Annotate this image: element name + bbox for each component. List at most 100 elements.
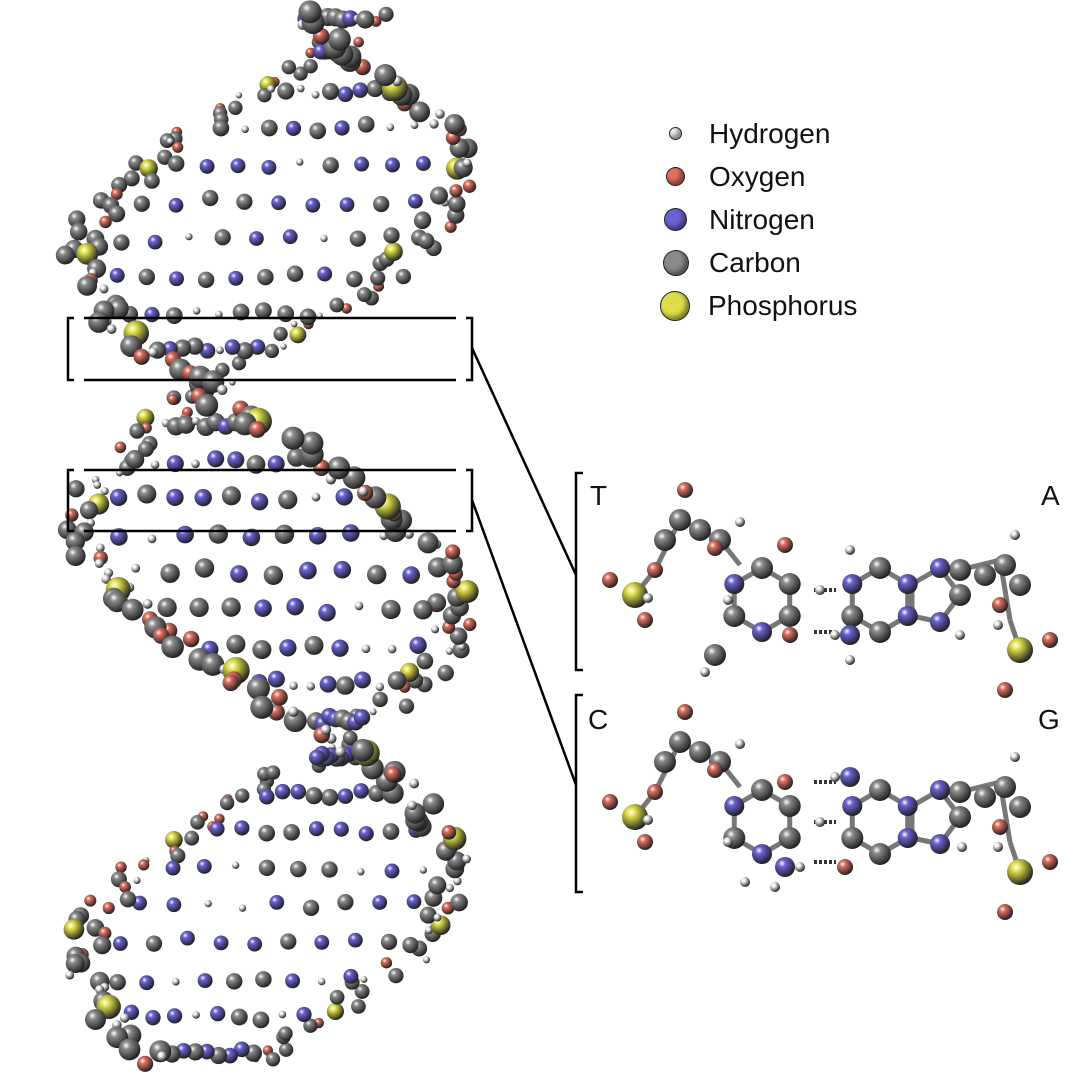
- nitrogen-atom: [254, 599, 272, 617]
- carbon-atom: [189, 597, 209, 618]
- hydrogen-atom: [119, 1013, 130, 1023]
- carbon-atom: [265, 765, 281, 780]
- nitrogen-atom: [109, 488, 128, 507]
- oxygen-atom: [380, 957, 393, 969]
- nitrogen-atom: [207, 450, 225, 468]
- carbon-atom: [65, 953, 85, 974]
- hydrogen-atom: [453, 876, 462, 886]
- oxygen-atom: [602, 794, 618, 810]
- bracket-ta: [574, 471, 583, 672]
- cg-base-pair: [602, 704, 1058, 920]
- nitrogen-atom: [113, 936, 128, 951]
- carbon-atom: [186, 1043, 204, 1061]
- phosphorus-atom: [1007, 859, 1033, 885]
- carbon-atom: [974, 786, 996, 808]
- carbon-atom: [65, 545, 86, 567]
- carbon-atom: [322, 157, 339, 174]
- oxygen-atom: [777, 537, 793, 553]
- nitrogen-atom: [406, 894, 422, 909]
- carbon-atom: [354, 984, 370, 999]
- phosphorus-atom: [384, 242, 403, 262]
- carbon-atom: [841, 827, 864, 849]
- nitrogen-atom: [261, 159, 277, 175]
- nitrogen-atom: [775, 857, 795, 877]
- carbon-atom: [346, 270, 363, 288]
- nitrogen-atom: [308, 527, 327, 545]
- carbon-atom: [366, 564, 387, 585]
- carbon-atom: [184, 830, 200, 846]
- hydrogen-atom: [320, 234, 328, 243]
- carbon-atom: [173, 339, 192, 357]
- hydrogen-atom: [643, 593, 653, 603]
- carbon-atom: [422, 793, 445, 815]
- carbon-atom: [869, 779, 891, 801]
- nitrogen-atom: [415, 156, 431, 171]
- hydrogen-atom: [320, 724, 332, 736]
- carbon-atom: [168, 155, 185, 172]
- nitrogen-atom: [724, 574, 745, 594]
- nitrogen-atom: [110, 528, 128, 546]
- hydrogen-atom: [410, 121, 419, 129]
- carbon-atom: [994, 554, 1016, 576]
- nitrogen-atom: [242, 528, 261, 547]
- callout-line-ta: [470, 347, 578, 576]
- carbon-atom: [337, 893, 354, 911]
- hydrogen-atom: [267, 85, 275, 93]
- carbon-atom: [252, 640, 272, 660]
- nitrogen-atom: [269, 895, 285, 910]
- oxygen-atom: [114, 441, 127, 454]
- carbon-atom: [778, 795, 801, 817]
- callout-lines: [66, 316, 583, 894]
- carbon-atom: [335, 676, 355, 695]
- oxygen-atom: [136, 1055, 154, 1072]
- nitrogen-atom: [930, 780, 950, 800]
- carbon-atom: [212, 119, 230, 137]
- hydrogen-atom: [358, 486, 369, 497]
- hydrogen-atom: [280, 343, 287, 350]
- hydrogen-atom: [296, 84, 305, 93]
- carbon-atom: [278, 1042, 294, 1057]
- nitrogen-atom: [354, 156, 370, 172]
- hydrogen-atom: [700, 667, 710, 677]
- hydrogen-atom: [815, 817, 825, 827]
- carbon-atom: [342, 730, 358, 746]
- legend-item-hydrogen: Hydrogen: [660, 112, 857, 155]
- carbon-atom: [277, 305, 295, 323]
- carbon-atom: [137, 441, 154, 457]
- nitrogen-atom: [897, 828, 918, 848]
- carbon-atom: [373, 195, 390, 213]
- carbon-atom: [257, 268, 274, 286]
- nitrogen-atom: [227, 451, 245, 469]
- hydrogen-atom: [1010, 530, 1020, 540]
- nitrogen-atom: [318, 603, 336, 622]
- carbon-atom: [290, 860, 307, 878]
- callout-line-cg: [470, 499, 578, 786]
- nitrogen-atom-icon: [664, 208, 687, 231]
- carbon-atom: [356, 10, 375, 29]
- hydrogen-atom: [845, 655, 855, 665]
- carbon-atom: [442, 553, 463, 575]
- nitrogen-atom: [274, 783, 291, 800]
- nitrogen-atom: [842, 574, 863, 594]
- carbon-atom: [129, 423, 145, 439]
- hydrogen-atom: [386, 123, 395, 132]
- oxygen-atom: [463, 617, 477, 632]
- hydrogen-atom: [290, 320, 298, 328]
- carbon-atom: [303, 1018, 318, 1033]
- oxygen-atom: [115, 861, 127, 873]
- hydrogen-atom: [955, 630, 965, 640]
- carbon-atom: [351, 738, 375, 762]
- hydrogen-atom: [241, 125, 249, 134]
- carbon-atom: [949, 559, 971, 581]
- phosphorus-atom: [139, 159, 158, 178]
- carbon-atom: [869, 557, 891, 579]
- legend-item-nitrogen: Nitrogen: [660, 198, 857, 241]
- hydrogen-atom: [311, 90, 320, 99]
- nitrogen-atom: [930, 558, 950, 578]
- hydrogen-atom: [65, 970, 75, 980]
- hydrogen-atom: [445, 647, 454, 655]
- nitrogen-atom: [282, 229, 298, 245]
- base-pair-details: [602, 482, 1058, 920]
- oxygen-atom: [637, 834, 653, 850]
- hydrogen-atom: [361, 644, 371, 654]
